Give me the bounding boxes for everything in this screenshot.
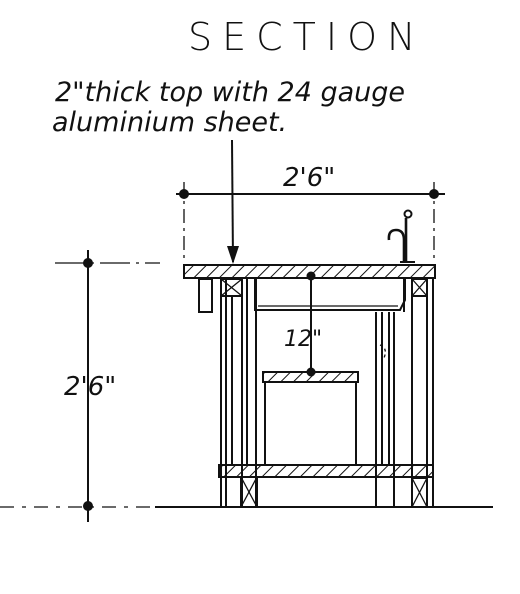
height-dimension [55,250,160,522]
bottom-rail [218,464,434,478]
top-note-line-1: 2"thick top with 24 gauge [55,77,405,108]
sink-basin [254,279,406,311]
note-leader-arrow [227,139,239,264]
height-dimension-label: 2'6" [64,372,116,402]
shelf [262,371,359,466]
inner-dimension-label: 12" [284,327,322,352]
inner-dimension [306,271,316,377]
top-note-line-2: aluminium sheet. [52,107,287,138]
width-dimension-label: 2'6" [283,163,335,193]
faucet [387,209,415,263]
width-dimension [176,182,445,262]
section-title: SECTION [188,15,425,59]
